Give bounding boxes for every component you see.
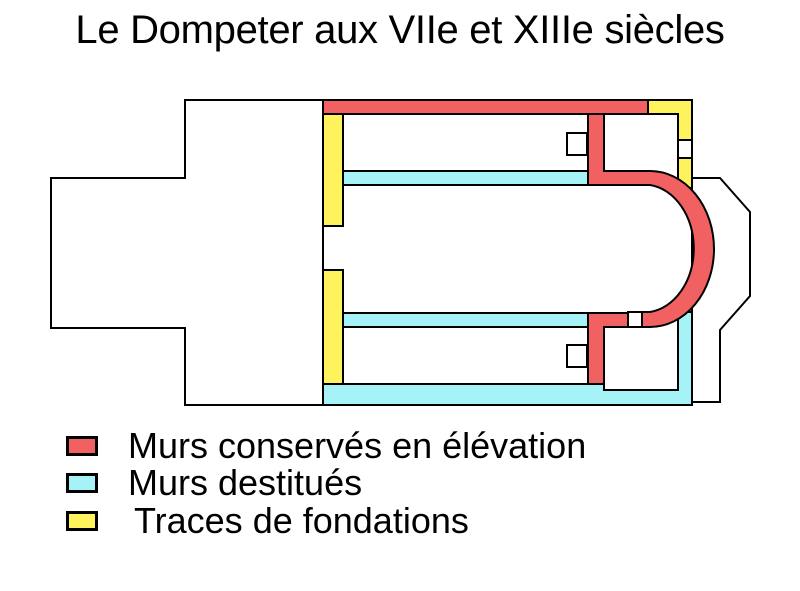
opening-apse-south [627, 311, 643, 328]
opening-east [677, 139, 693, 159]
diagram-title: Le Dompeter aux VIIe et XIIIe siècles [75, 8, 725, 52]
legend-swatch-yellow [66, 511, 98, 531]
legend-swatch-red [66, 436, 98, 456]
legend-label-red: Murs conservés en élévation [128, 425, 587, 466]
east-annex-outline [691, 177, 751, 403]
legend-label-cyan: Murs destitués [128, 462, 363, 503]
pier-south [566, 344, 588, 368]
legend-label-yellow: Traces de fondations [134, 500, 469, 541]
west-block-outline [50, 99, 324, 406]
red-apse [587, 113, 715, 328]
legend-item-red: Murs conservés en élévation [66, 425, 586, 467]
pier-north [566, 132, 588, 156]
legend-swatch-cyan [66, 473, 98, 493]
legend-item-yellow: Traces de fondations [66, 500, 469, 542]
legend-item-cyan: Murs destitués [66, 462, 362, 504]
